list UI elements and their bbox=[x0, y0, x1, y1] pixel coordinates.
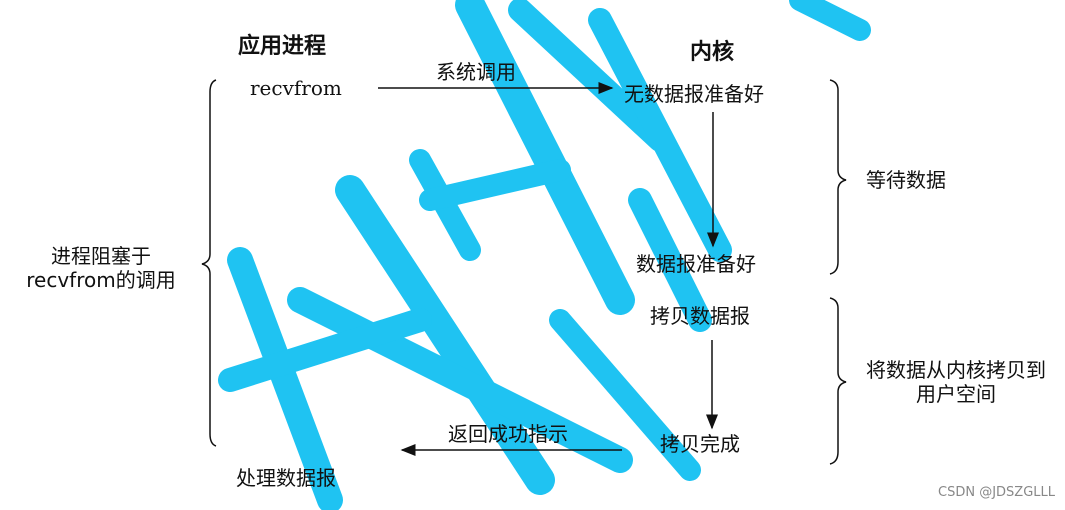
copy-complete-label: 拷贝完成 bbox=[660, 432, 740, 456]
blocked-label: 进程阻塞于recvfrom的调用 bbox=[26, 244, 176, 292]
copy-brace bbox=[829, 297, 847, 465]
process-datagram-label: 处理数据报 bbox=[236, 466, 336, 490]
recvfrom-label: recvfrom bbox=[250, 76, 342, 100]
no-datagram-ready-label: 无数据报准备好 bbox=[624, 82, 764, 106]
copy-datagram-label: 拷贝数据报 bbox=[650, 304, 750, 328]
datagram-ready-label: 数据报准备好 bbox=[636, 252, 756, 276]
copy-to-user-label: 将数据从内核拷贝到用户空间 bbox=[866, 358, 1046, 406]
wait-brace bbox=[829, 79, 847, 275]
footer-credit: CSDN @JDSZGLLL bbox=[938, 485, 1055, 500]
wait-for-data-label: 等待数据 bbox=[866, 168, 946, 192]
system-call-label: 系统调用 bbox=[436, 60, 516, 84]
kernel-heading: 内核 bbox=[690, 40, 735, 65]
return-ok-label: 返回成功指示 bbox=[448, 422, 568, 446]
blocked-brace bbox=[201, 79, 217, 447]
app-process-heading: 应用进程 bbox=[238, 34, 327, 59]
